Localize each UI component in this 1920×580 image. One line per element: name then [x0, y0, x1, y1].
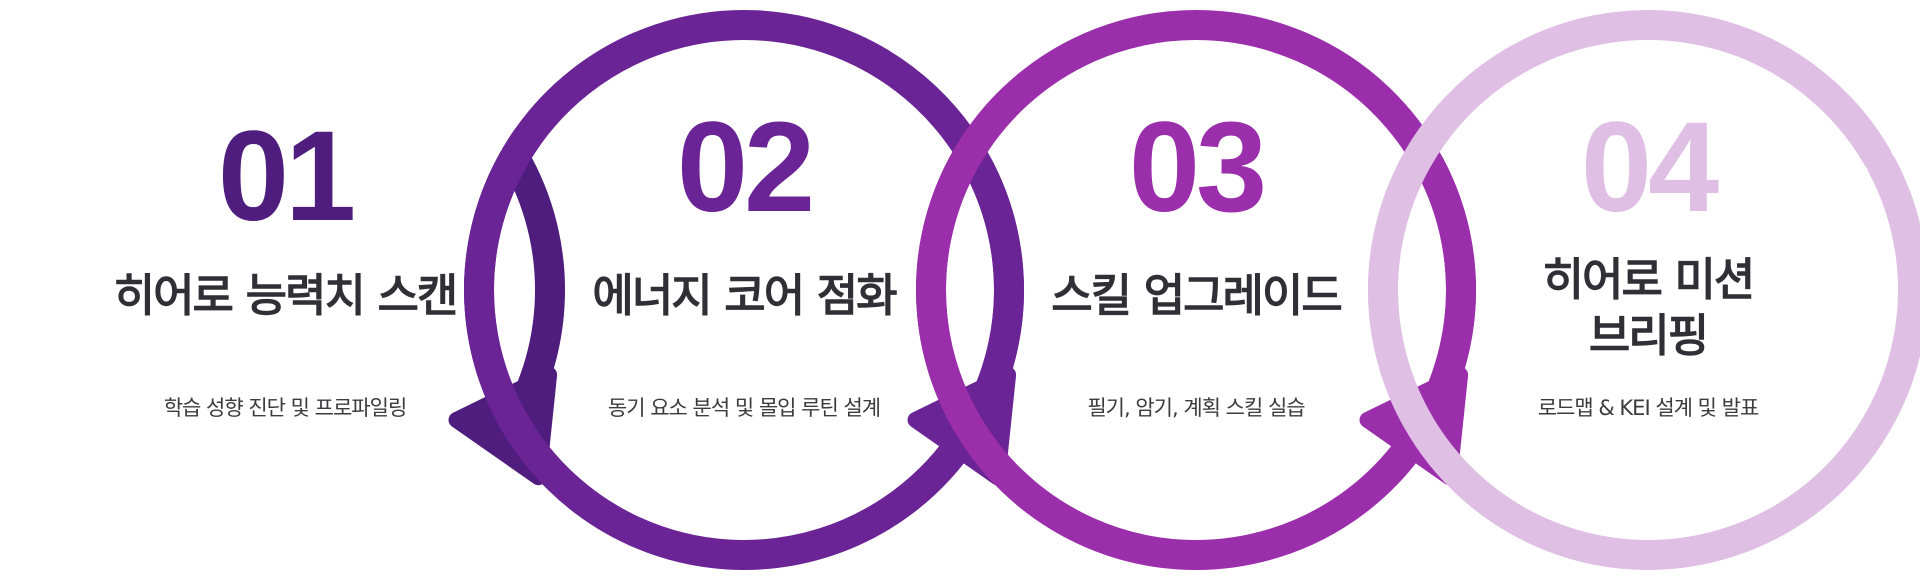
step-description: 동기 요소 분석 및 몰입 루틴 설계: [607, 396, 881, 420]
step-number: 04: [1580, 96, 1719, 239]
step-ring-arc-bottom: [916, 10, 1477, 457]
step-description: 학습 성향 진단 및 프로파일링: [163, 396, 408, 420]
step-number: 01: [217, 105, 356, 248]
step-title-line: 히어로 능력치 스캔: [113, 269, 459, 322]
step-title-line: 히어로 미션: [1542, 253, 1756, 306]
step-title: 에너지 코어 점화: [564, 268, 924, 324]
step-title: 스킬 업그레이드: [1016, 268, 1376, 324]
step-number: 03: [1128, 96, 1267, 239]
step-title: 히어로 미션 브리핑: [1468, 252, 1828, 365]
step-title-line: 스킬 업그레이드: [1051, 269, 1342, 322]
step-title: 히어로 능력치 스캔: [105, 268, 465, 324]
step-number: 02: [676, 96, 815, 239]
step-title-line: 브리핑: [1588, 309, 1709, 363]
step-ring-arc-bottom: [1368, 10, 1893, 438]
step-description: 필기, 암기, 계획 스킬 실습: [1087, 396, 1305, 420]
step-description: 로드맵 & KEI 설계 및 발표: [1537, 396, 1760, 420]
step-ring-arc-bottom: [464, 10, 1025, 457]
step-title-line: 에너지 코어 점화: [592, 269, 897, 322]
